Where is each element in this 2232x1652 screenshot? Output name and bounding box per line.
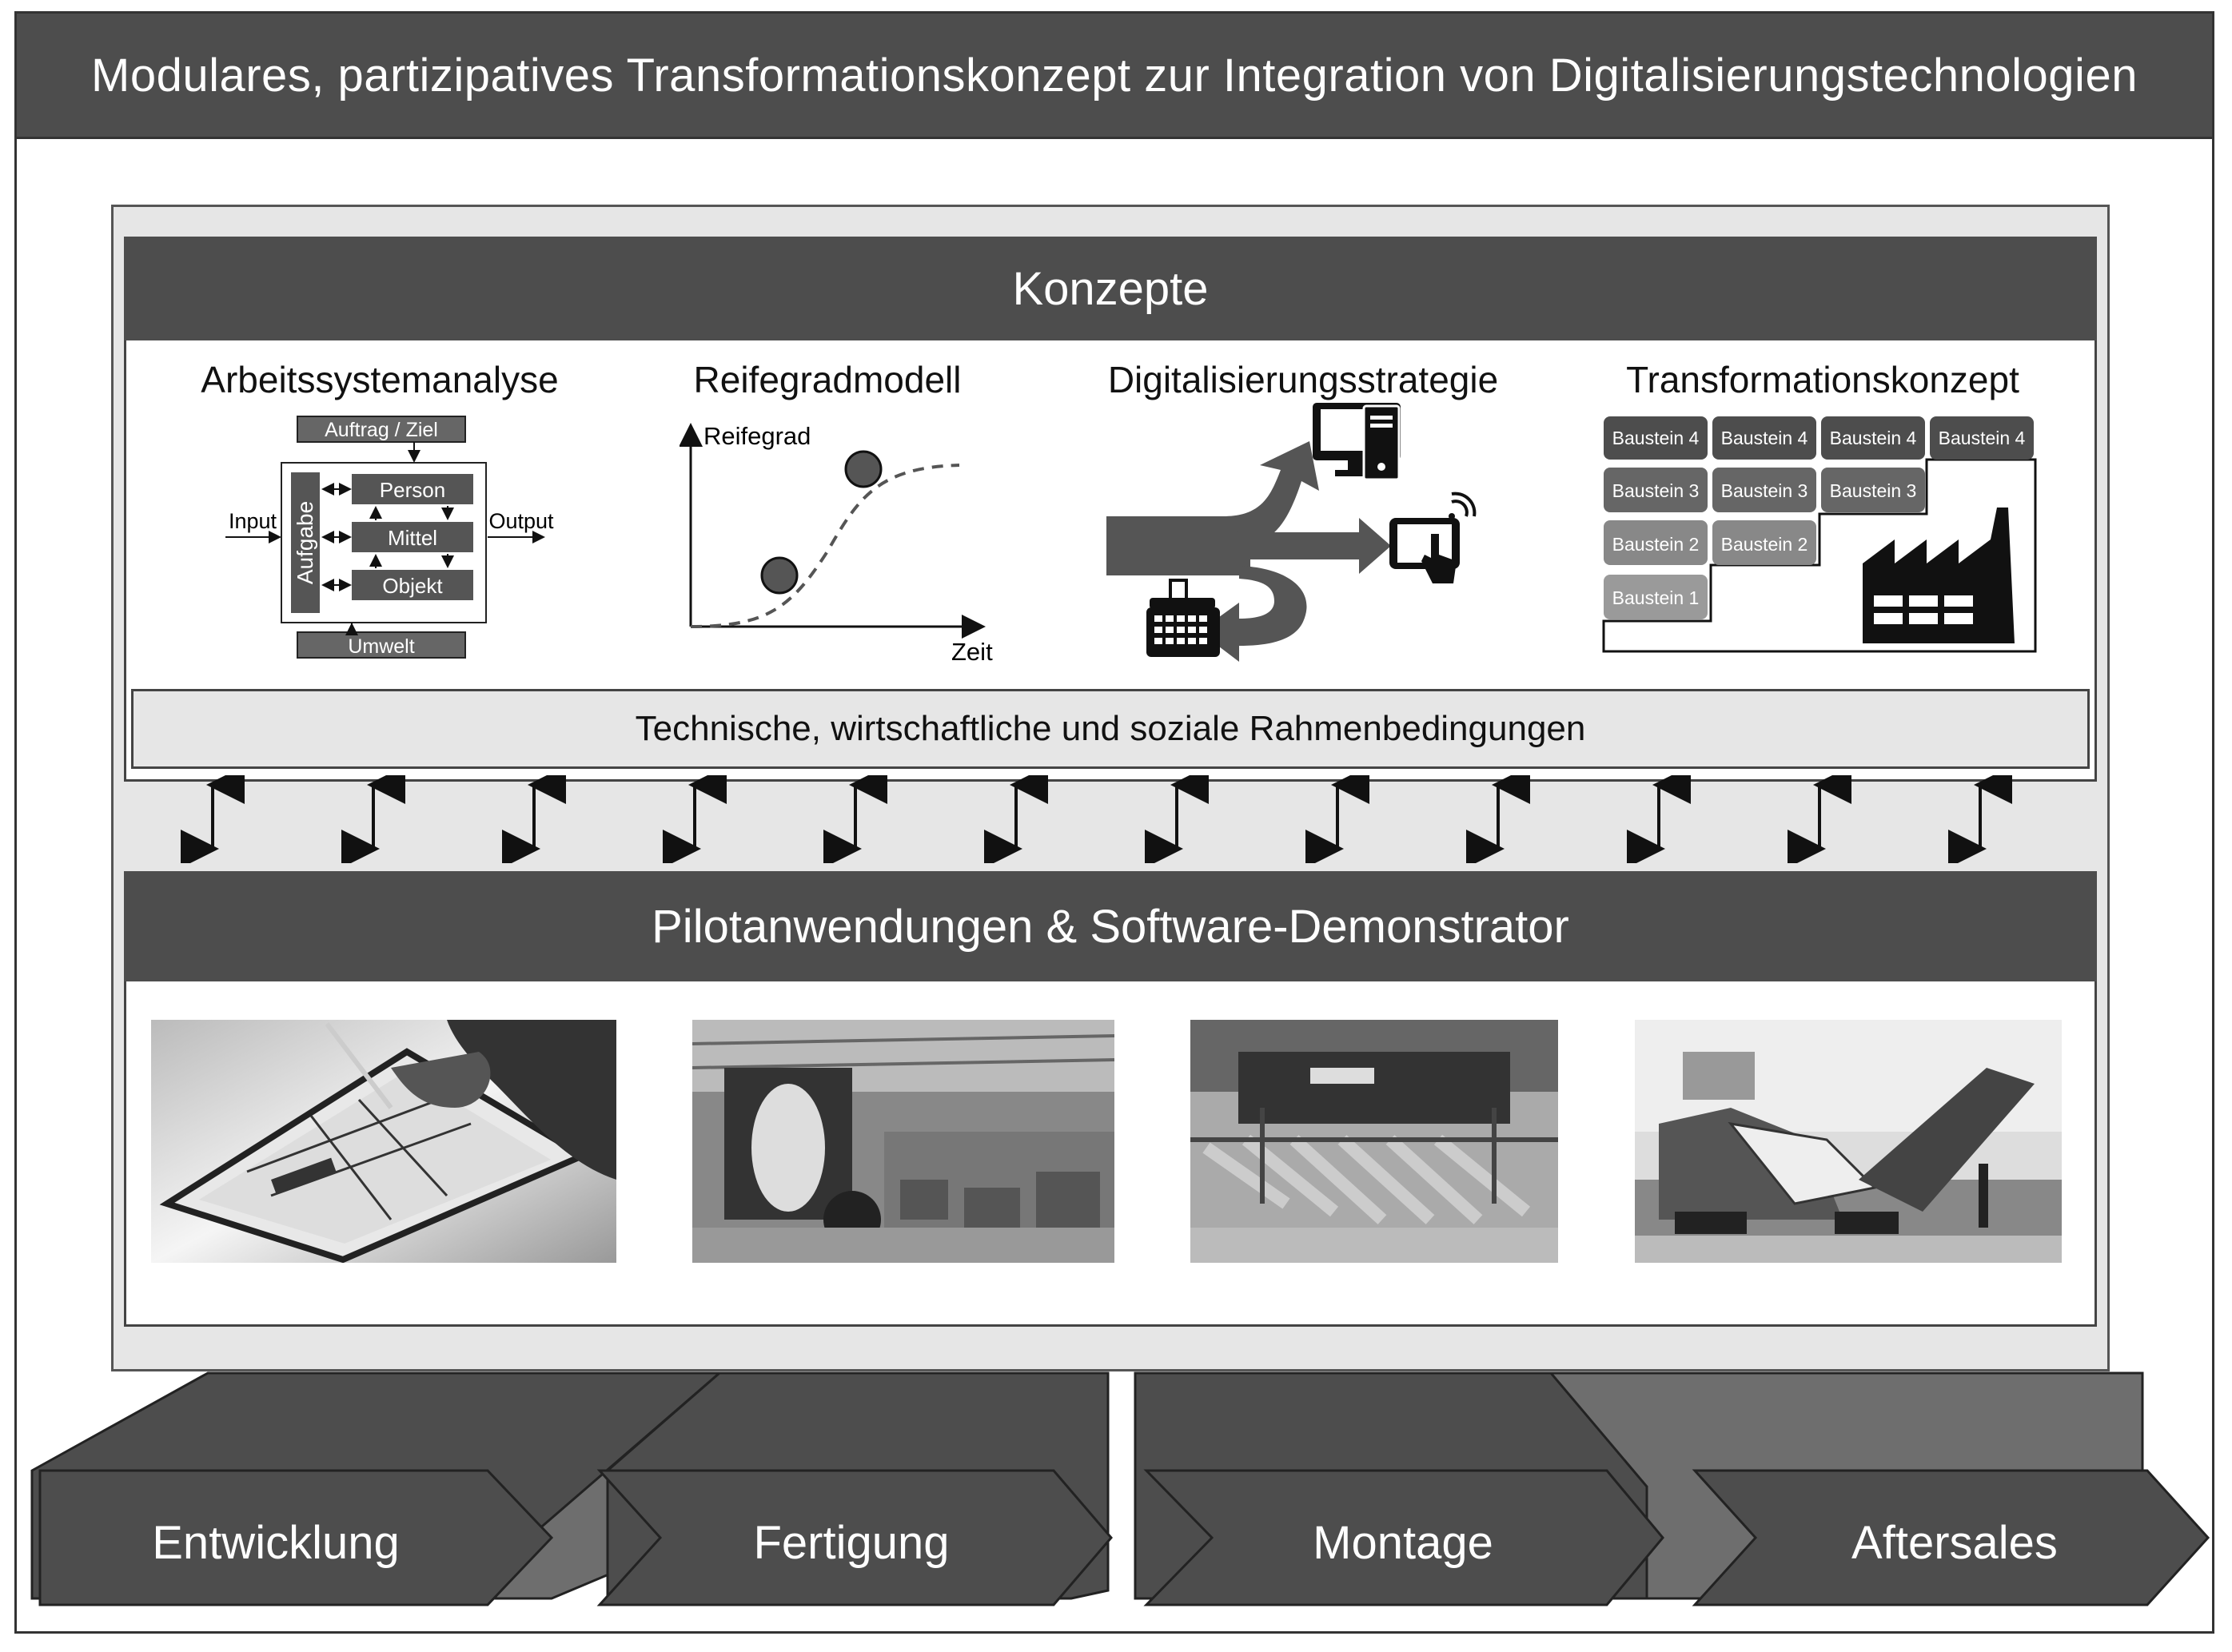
tablet-touch-icon	[1389, 492, 1477, 583]
aufgabe-label: Aufgabe	[293, 501, 317, 584]
chevron-montage	[1143, 1469, 1664, 1606]
baustein-4-4	[1930, 416, 2034, 460]
objekt-label: Objekt	[382, 574, 443, 598]
maturity-diagram: Reifegrad Zeit	[680, 422, 993, 666]
baustein-3-1	[1604, 468, 1708, 512]
conditions-label: Technische, wirtschaftliche und soziale …	[635, 709, 1586, 748]
svg-text:Baustein 2: Baustein 2	[1721, 534, 1808, 555]
maturity-x-label: Zeit	[951, 638, 993, 666]
chevron-fertigung	[596, 1469, 1113, 1606]
concepts-header-label: Konzepte	[1012, 262, 1209, 315]
pilot-header-label: Pilotanwendungen & Software-Demonstrator	[652, 900, 1569, 953]
chevron-aftersales	[1692, 1469, 2210, 1606]
baustein-4-1	[1604, 416, 1708, 460]
concept-title-maturity: Reifegradmodell	[693, 359, 962, 400]
maturity-y-label: Reifegrad	[703, 422, 811, 450]
auftrag-label: Auftrag / Ziel	[325, 419, 438, 441]
work-system-diagram: Auftrag / Ziel Aufgabe Person Mittel Obj…	[225, 416, 554, 659]
transformation-diagram: Baustein 4 Baustein 4 Baustein 4 Baustei…	[1602, 416, 2037, 653]
concept-title-work-system: Arbeitssystemanalyse	[201, 359, 559, 400]
svg-text:Baustein 4: Baustein 4	[1939, 428, 2026, 448]
baustein-3-3	[1821, 468, 1925, 512]
svg-text:Baustein 3: Baustein 3	[1612, 480, 1700, 501]
umwelt-box	[297, 631, 466, 659]
maturity-point-high	[844, 450, 883, 488]
strategy-diagram	[1106, 403, 1477, 662]
pilot-header: Pilotanwendungen & Software-Demonstrator	[124, 871, 2097, 981]
umwelt-label: Umwelt	[348, 635, 414, 658]
road-milling-machine-photo	[1635, 1020, 2062, 1263]
svg-text:Baustein 4: Baustein 4	[1612, 428, 1700, 448]
typewriter-icon	[1146, 579, 1220, 657]
stage-label-montage: Montage	[1313, 1516, 1493, 1569]
chevron-entwicklung	[38, 1469, 554, 1606]
desktop-computer-icon	[1313, 403, 1401, 481]
conditions-bar: Technische, wirtschaftliche und soziale …	[131, 689, 2090, 769]
objekt-box	[352, 570, 473, 600]
auftrag-box	[297, 416, 466, 443]
output-label: Output	[488, 509, 554, 533]
baustein-2-1	[1604, 520, 1708, 565]
person-box	[352, 474, 473, 504]
page-title: Modulares, partizipatives Transformation…	[91, 49, 2138, 102]
stage-label-entwicklung: Entwicklung	[152, 1516, 400, 1569]
stage-label-aftersales: Aftersales	[1851, 1516, 2058, 1569]
svg-text:Baustein 2: Baustein 2	[1612, 534, 1700, 555]
strategy-arrows	[1106, 441, 1391, 662]
baustein-4-2	[1712, 416, 1816, 460]
svg-text:Baustein 1: Baustein 1	[1612, 587, 1700, 608]
factory-hall-photo	[692, 1020, 1114, 1263]
baustein-2-2	[1712, 520, 1816, 565]
aufgabe-box	[291, 472, 320, 613]
agricultural-machine-photo	[1190, 1020, 1558, 1263]
svg-text:Baustein 4: Baustein 4	[1830, 428, 1917, 448]
baustein-4-3	[1821, 416, 1925, 460]
maturity-curve	[690, 464, 960, 628]
interaction-arrows-set	[181, 775, 2012, 863]
mittel-label: Mittel	[388, 526, 437, 550]
concept-title-strategy: Digitalisierungsstrategie	[1107, 359, 1499, 400]
factory-icon	[1863, 508, 2015, 643]
svg-text:Baustein 3: Baustein 3	[1830, 480, 1917, 501]
concepts-header: Konzepte	[124, 237, 2097, 340]
baustein-1-1	[1604, 575, 1708, 619]
svg-text:Baustein 4: Baustein 4	[1721, 428, 1808, 448]
input-label: Input	[229, 509, 277, 533]
concept-title-transformation: Transformationskonzept	[1626, 359, 2019, 400]
tablet-drawing-photo	[151, 1020, 616, 1263]
stage-label-fertigung: Fertigung	[753, 1516, 950, 1569]
baustein-3-2	[1712, 468, 1816, 512]
svg-text:Baustein 3: Baustein 3	[1721, 480, 1808, 501]
title-bar: Modulares, partizipatives Transformation…	[14, 11, 2214, 139]
person-label: Person	[380, 478, 445, 502]
mittel-box	[352, 522, 473, 552]
maturity-point-low	[760, 556, 799, 595]
